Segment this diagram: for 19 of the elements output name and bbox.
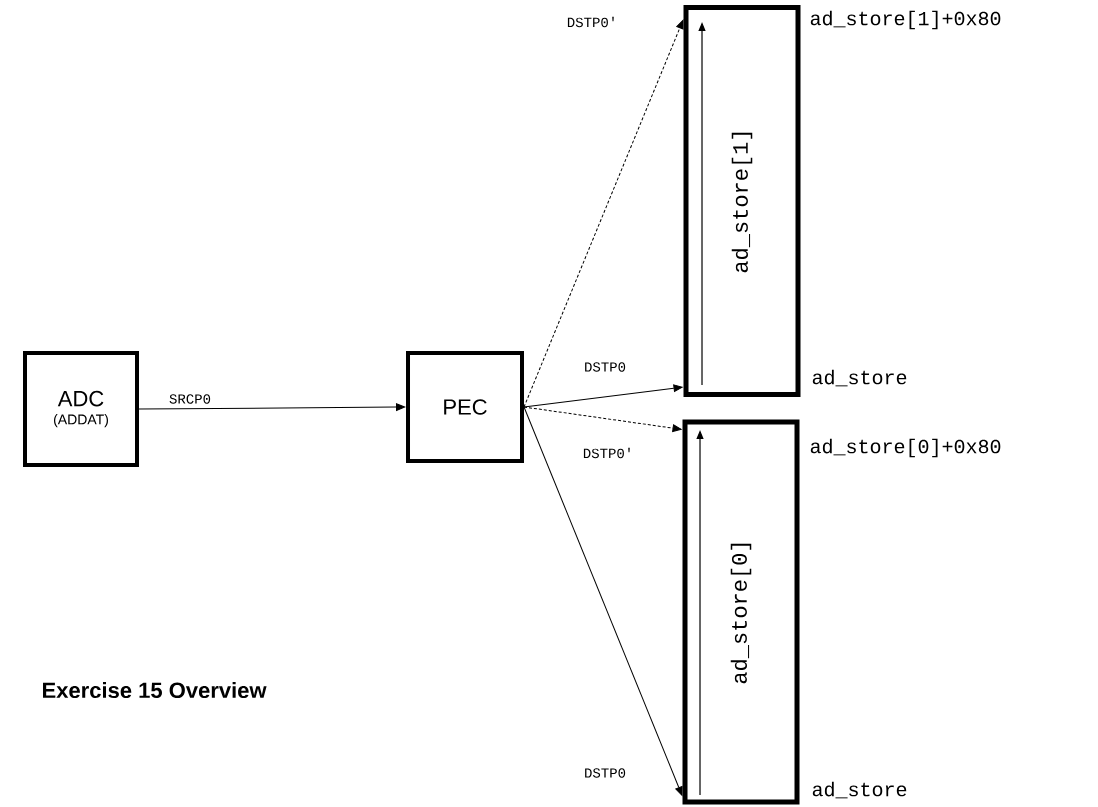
title: Exercise 15 Overview (43, 681, 267, 699)
arrow (523, 406, 682, 433)
address-label: ad_store (812, 781, 907, 799)
edge-label: DSTP0 (583, 767, 627, 779)
arrow (523, 19, 684, 408)
edge-label: SRCP0 (168, 393, 212, 405)
arrow (523, 406, 683, 796)
edge-label: DSTP0' (565, 15, 619, 29)
memory-block: ad_store[0] (682, 419, 800, 805)
process-box: PEC (406, 351, 524, 463)
memory-block: ad_store[1] (683, 5, 801, 397)
address-label: ad_store (812, 369, 907, 387)
edge-label: DSTP0' (581, 446, 635, 460)
arrow (138, 403, 406, 411)
edge-label: DSTP0 (583, 361, 627, 373)
process-box: ADC (ADDAT) (23, 351, 139, 467)
address-label: ad_store[0]+0x80 (810, 438, 1001, 458)
arrow (523, 384, 683, 408)
address-label: ad_store[1]+0x80 (810, 10, 1001, 30)
